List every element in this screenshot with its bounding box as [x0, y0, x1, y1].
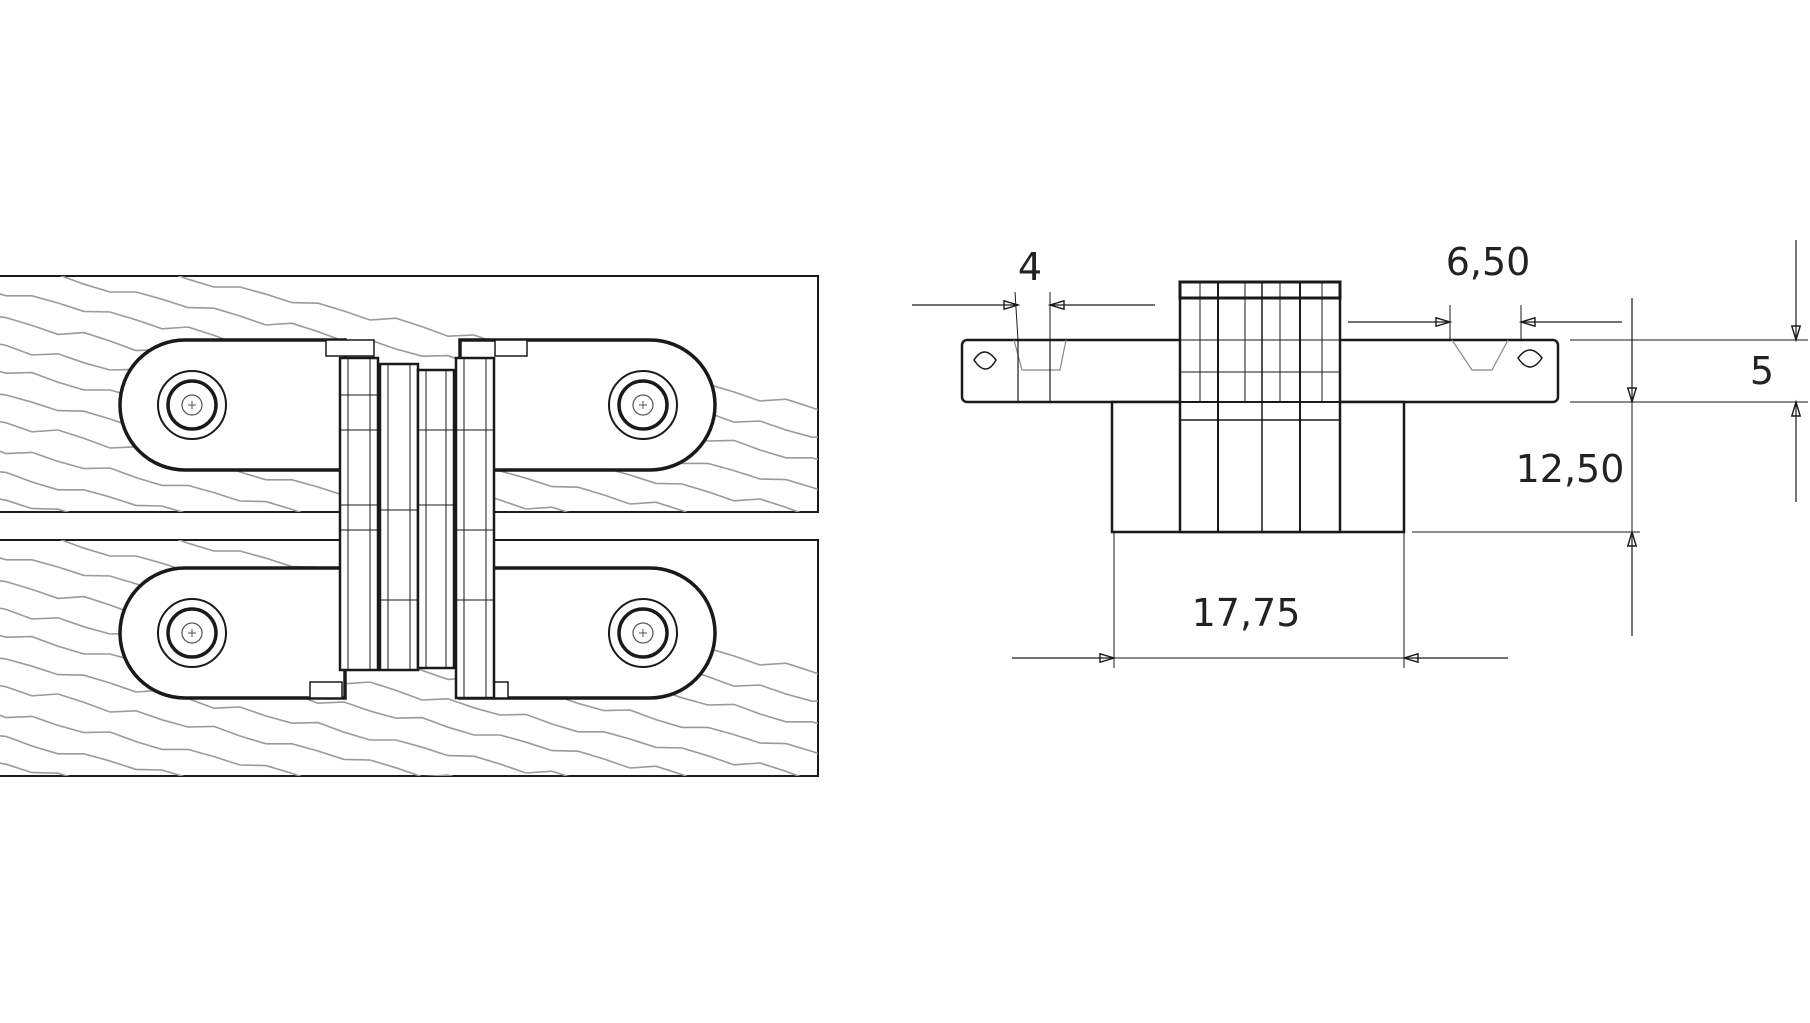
- hinge-leaf-top-left: [118, 338, 375, 472]
- wood-grain-line: [0, 735, 185, 776]
- wood-grain-line: [0, 420, 454, 512]
- dimension-flange-thickness: 5: [1570, 240, 1808, 502]
- dimension-label-4: 4: [1018, 245, 1042, 289]
- wood-grain-line: [0, 450, 302, 512]
- wood-grain-line: [0, 762, 71, 776]
- dimension-label-6-50: 6,50: [1446, 240, 1531, 284]
- dimension-label-5: 5: [1750, 349, 1774, 393]
- wood-grain-line: [0, 471, 185, 512]
- dimension-body-width: 17,75: [1012, 532, 1508, 668]
- left-view: [0, 275, 819, 777]
- wood-grain-line: [31, 276, 818, 439]
- wood-grain-line: [0, 684, 454, 776]
- hinge-leaf-bottom-left: [118, 566, 347, 700]
- right-view: 4 6,50 5 12,50: [912, 240, 1808, 668]
- dimension-label-17-75: 17,75: [1192, 591, 1301, 635]
- hinge-knuckle: [338, 356, 496, 700]
- dimension-body-depth: 12,50: [1412, 298, 1640, 636]
- screw-hole-icon: [157, 598, 227, 668]
- screw-hole-icon: [157, 370, 227, 440]
- wood-grain-line: [177, 276, 818, 411]
- screw-hole-icon: [608, 598, 678, 668]
- dimension-label-12-50: 12,50: [1516, 447, 1625, 491]
- wood-grain-line: [0, 714, 302, 776]
- dimension-flange-hole-offset: 4: [912, 245, 1155, 341]
- screw-hole-icon: [608, 370, 678, 440]
- dimension-hole-spacing: 6,50: [1348, 240, 1622, 340]
- wood-grain-line: [0, 657, 570, 776]
- hinge-profile: [960, 280, 1560, 534]
